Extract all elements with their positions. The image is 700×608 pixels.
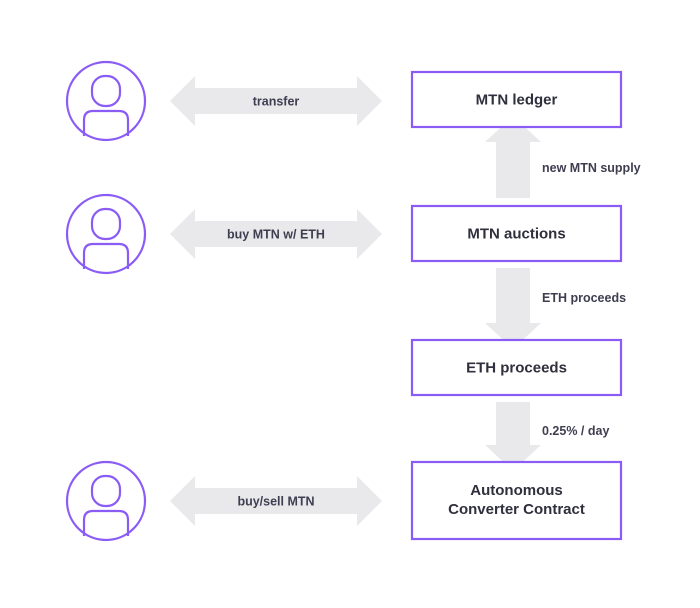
user-icon [65,60,147,142]
buy-mtn-arrow-label: buy MTN w/ ETH [227,228,325,242]
box-border [410,204,623,263]
buy-sell-arrow-label: buy/sell MTN [237,495,314,509]
daily-rate-arrow-label: 0.25% / day [542,424,609,438]
converter-contract-box: Autonomous Converter Contract [410,460,623,541]
eth-proceeds-box: ETH proceeds [410,338,623,397]
up-arrow-shape [485,116,541,198]
converter-label-line2: Converter Contract [448,501,585,518]
actor-1 [65,60,147,142]
down-arrow-shape [485,402,541,471]
box-border [410,338,623,397]
daily-rate-arrow: 0.25% / day [485,402,609,471]
new-supply-arrow: new MTN supply [485,116,641,198]
double-arrow-shape [170,76,382,126]
mtn-auctions-label: MTN auctions [467,226,565,243]
new-supply-arrow-label: new MTN supply [542,161,641,175]
buy-mtn-arrow: buy MTN w/ ETH [170,209,382,259]
mtn-auctions-box: MTN auctions [410,204,623,263]
mtn-ledger-box: MTN ledger [410,70,623,129]
actor-2 [65,193,147,275]
mtn-ledger-label: MTN ledger [476,92,558,109]
buy-sell-arrow: buy/sell MTN [170,476,382,526]
eth-proceeds-arrow: ETH proceeds [485,268,626,349]
eth-proceeds-label: ETH proceeds [466,360,567,377]
user-icon [65,460,147,542]
transfer-arrow-label: transfer [253,95,300,109]
eth-proceeds-arrow-label: ETH proceeds [542,291,626,305]
box-border [410,460,623,541]
double-arrow-shape [170,476,382,526]
transfer-arrow: transfer [170,76,382,126]
double-arrow-shape [170,209,382,259]
user-icon [65,193,147,275]
converter-label-line1: Autonomous [470,482,562,499]
actor-3 [65,460,147,542]
down-arrow-shape [485,268,541,349]
box-border [410,70,623,129]
